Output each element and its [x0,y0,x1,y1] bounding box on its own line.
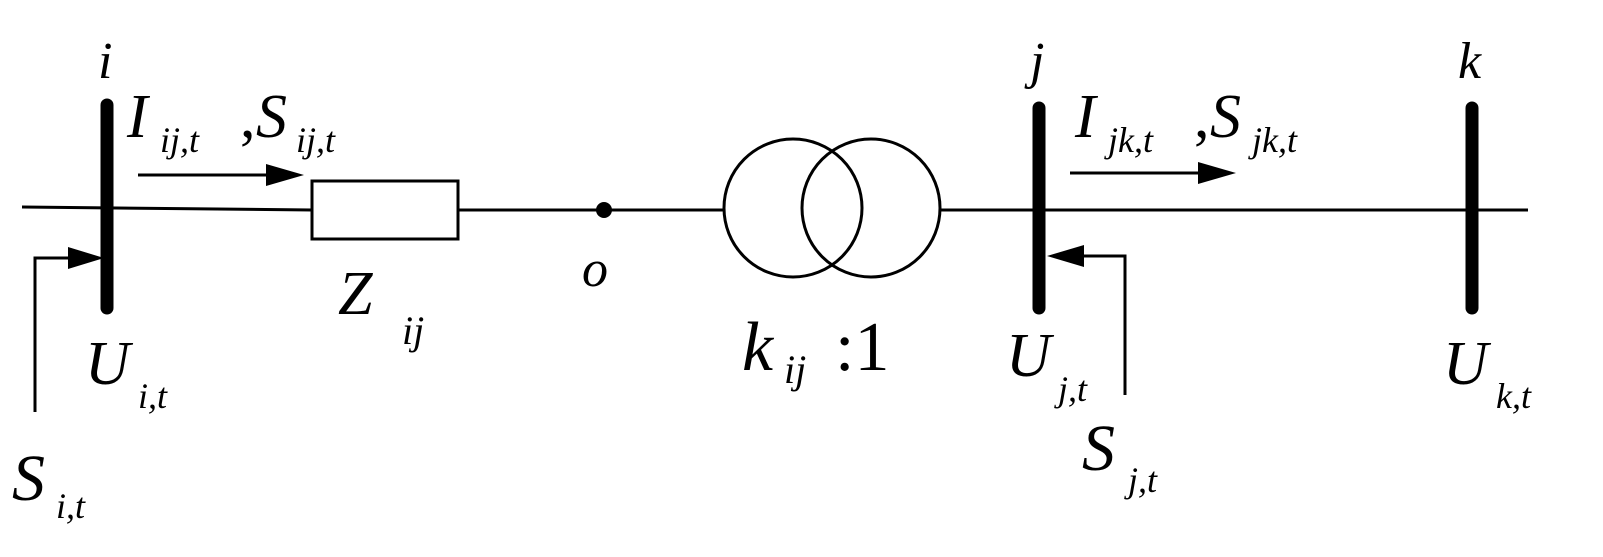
node-o-label: o [582,241,608,298]
injection-j-sub: j,t [1124,460,1158,500]
bus-k-label: k [1458,33,1482,90]
flow-ij-current-label: I [126,83,151,151]
bus-i-label: i [98,33,112,90]
flow-ij-current-sub: ij,t [160,120,200,160]
voltage-k-sub: k,t [1496,376,1532,416]
impedance-sub: ij [402,308,424,353]
flow-jk-current-sub: jk,t [1104,120,1154,160]
node-o-dot [596,202,612,218]
line-left-to-impedance [21,205,313,212]
impedance-label: Z [338,260,373,328]
flow-jk-current-label: I [1074,83,1099,151]
flow-ij-power-label: S [256,83,287,151]
voltage-k-label: U [1443,330,1492,398]
impedance-box [310,179,460,241]
flow-ij-power-sub: ij,t [296,120,336,160]
voltage-j-label: U [1006,322,1055,390]
transformer-symbol [722,137,942,279]
flow-arrow-jk [1070,162,1236,184]
flow-jk-separator: , [1194,83,1210,151]
transformer-ratio-label: k [742,309,775,386]
main-line [21,205,1528,212]
voltage-i-label: U [85,330,134,398]
voltage-i-sub: i,t [138,376,168,416]
flow-jk-power-label: S [1210,83,1241,151]
transformer-ratio-suffix: :1 [835,309,889,386]
flow-arrow-ij [138,164,304,186]
injection-i-label: S [12,442,45,515]
voltage-j-sub: j,t [1054,369,1088,409]
flow-ij-separator: , [240,83,256,151]
transformer-winding-right [800,137,942,279]
transformer-winding-left [722,137,864,279]
bus-j-label: j [1024,33,1044,90]
injection-arrow-i [33,247,104,412]
injection-j-label: S [1082,412,1115,485]
flow-jk-power-sub: jk,t [1248,120,1298,160]
transformer-ratio-sub: ij [784,347,806,392]
injection-i-sub: i,t [56,486,86,526]
injection-arrow-j [1047,245,1127,395]
